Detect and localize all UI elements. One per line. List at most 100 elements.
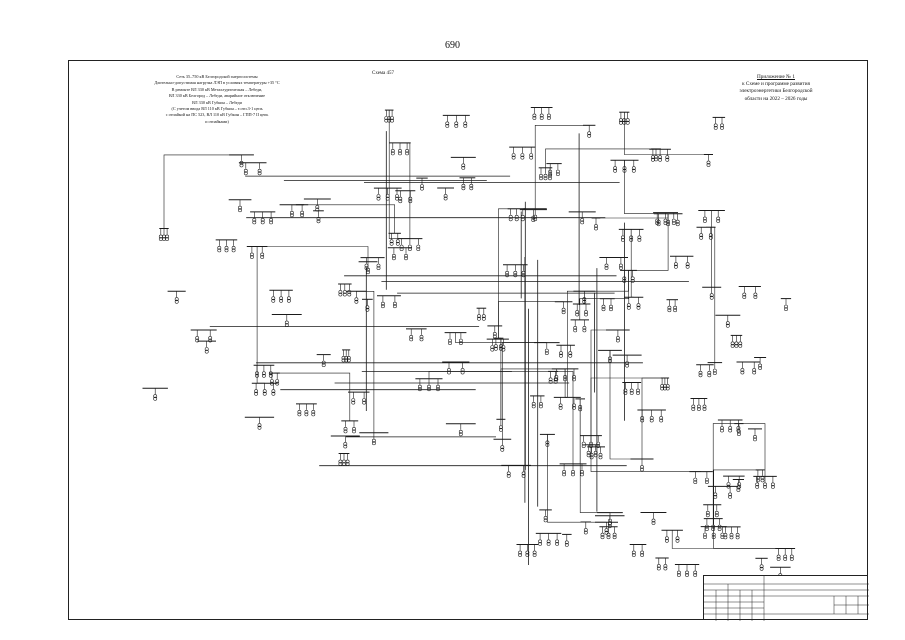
transformer-winding [663,384,667,388]
transformer-winding [665,536,669,541]
transformer-winding [371,438,376,443]
transformer-winding [532,113,537,118]
transformer-winding [651,157,655,162]
transformer-winding [391,256,396,261]
transformer-winding [260,255,265,259]
transformer-winding [613,166,618,171]
transformer-winding [376,196,381,201]
transformer-winding [713,123,718,128]
transformer-winding [755,482,760,487]
transformer-winding [619,263,623,268]
transformer-winding [571,469,575,474]
transformer-winding [736,488,741,492]
transformer-winding [217,248,222,253]
transformer-winding [730,341,735,346]
transmission-line [498,208,517,339]
transformer-winding [269,217,274,222]
transformer-winding [665,538,669,543]
transmission-line [501,342,547,440]
transmission-line [498,301,564,339]
transformer-winding [572,374,576,379]
transformer-winding [224,245,229,250]
transmission-line [388,110,410,239]
transformer-winding [231,248,236,253]
transformer-winding [546,542,551,546]
transformer-winding [260,217,265,222]
transformer-winding [655,218,660,223]
transformer-winding [511,153,516,158]
transformer-winding [342,290,347,294]
transmission-line [624,160,669,214]
transformer-winding [505,273,510,278]
transformer-winding [342,459,346,464]
transformer-winding [752,370,757,375]
transformer-winding [345,459,350,464]
transformer-winding [703,535,707,540]
transformer-winding [365,307,370,312]
transformer-winding [558,405,563,410]
transformer-winding [593,450,598,455]
transformer-winding [604,530,609,535]
transformer-winding [720,123,724,128]
transformer-winding [443,196,448,201]
transmission-line [671,530,786,549]
transformer-winding [420,186,424,191]
transformer-winding [640,550,645,555]
transformer-winding [508,214,513,219]
transformer-winding [693,573,698,577]
transformer-winding [461,183,466,188]
transformer-winding [354,297,359,302]
appendix-line: к Схеме и программе развития [742,81,810,88]
scheme-description-line: Сеть 35–750 кВ Белгородской энергосистем… [176,74,258,79]
transformer-winding [398,199,403,204]
transformer-winding [753,295,758,299]
transformer-winding [518,550,523,555]
transformer-winding [697,407,701,411]
transformer-winding [316,216,321,221]
transformer-winding [636,305,641,310]
transformer-winding [582,328,587,333]
transformer-winding [257,425,262,430]
transformer-winding [631,168,636,173]
transformer-winding [420,184,424,189]
transformer-winding [380,301,385,306]
transformer-winding [623,391,628,395]
transformer-winding [492,334,497,339]
transformer-winding [390,151,395,156]
transformer-winding [341,355,346,360]
transformer-winding [409,337,414,342]
transformer-winding [606,532,611,537]
transformer-winding [458,341,463,346]
transformer-winding [208,338,213,343]
transformer-winding [784,304,788,309]
transformer-winding [249,255,254,259]
transformer-winding [675,538,680,543]
transformer-winding [204,349,209,354]
transformer-winding [625,118,630,123]
transformer-winding [763,484,767,489]
transformer-winding [740,368,745,372]
transformer-winding [759,564,764,569]
transmission-line [590,329,618,436]
transformer-winding [352,426,356,431]
transformer-winding [252,217,257,222]
transformer-winding [663,218,668,223]
transformer-winding [716,219,721,223]
transmission-line [712,423,739,519]
transformer-winding [532,550,537,555]
transformer-winding [651,155,655,160]
transformer-winding [338,290,343,294]
transformer-winding [720,126,724,130]
transformer-winding [665,157,670,162]
transformer-winding [705,513,710,518]
transformer-winding [705,480,709,485]
scheme-description: Сеть 35–750 кВ Белгородской энергосистем… [117,74,317,125]
transformer-winding [525,553,530,557]
transformer-winding [409,334,414,339]
title-block [703,575,869,621]
transformer-winding [390,116,395,121]
transformer-winding [658,155,663,160]
transformer-winding [699,233,704,238]
transformer-winding [562,472,567,477]
transformer-winding [269,220,274,225]
